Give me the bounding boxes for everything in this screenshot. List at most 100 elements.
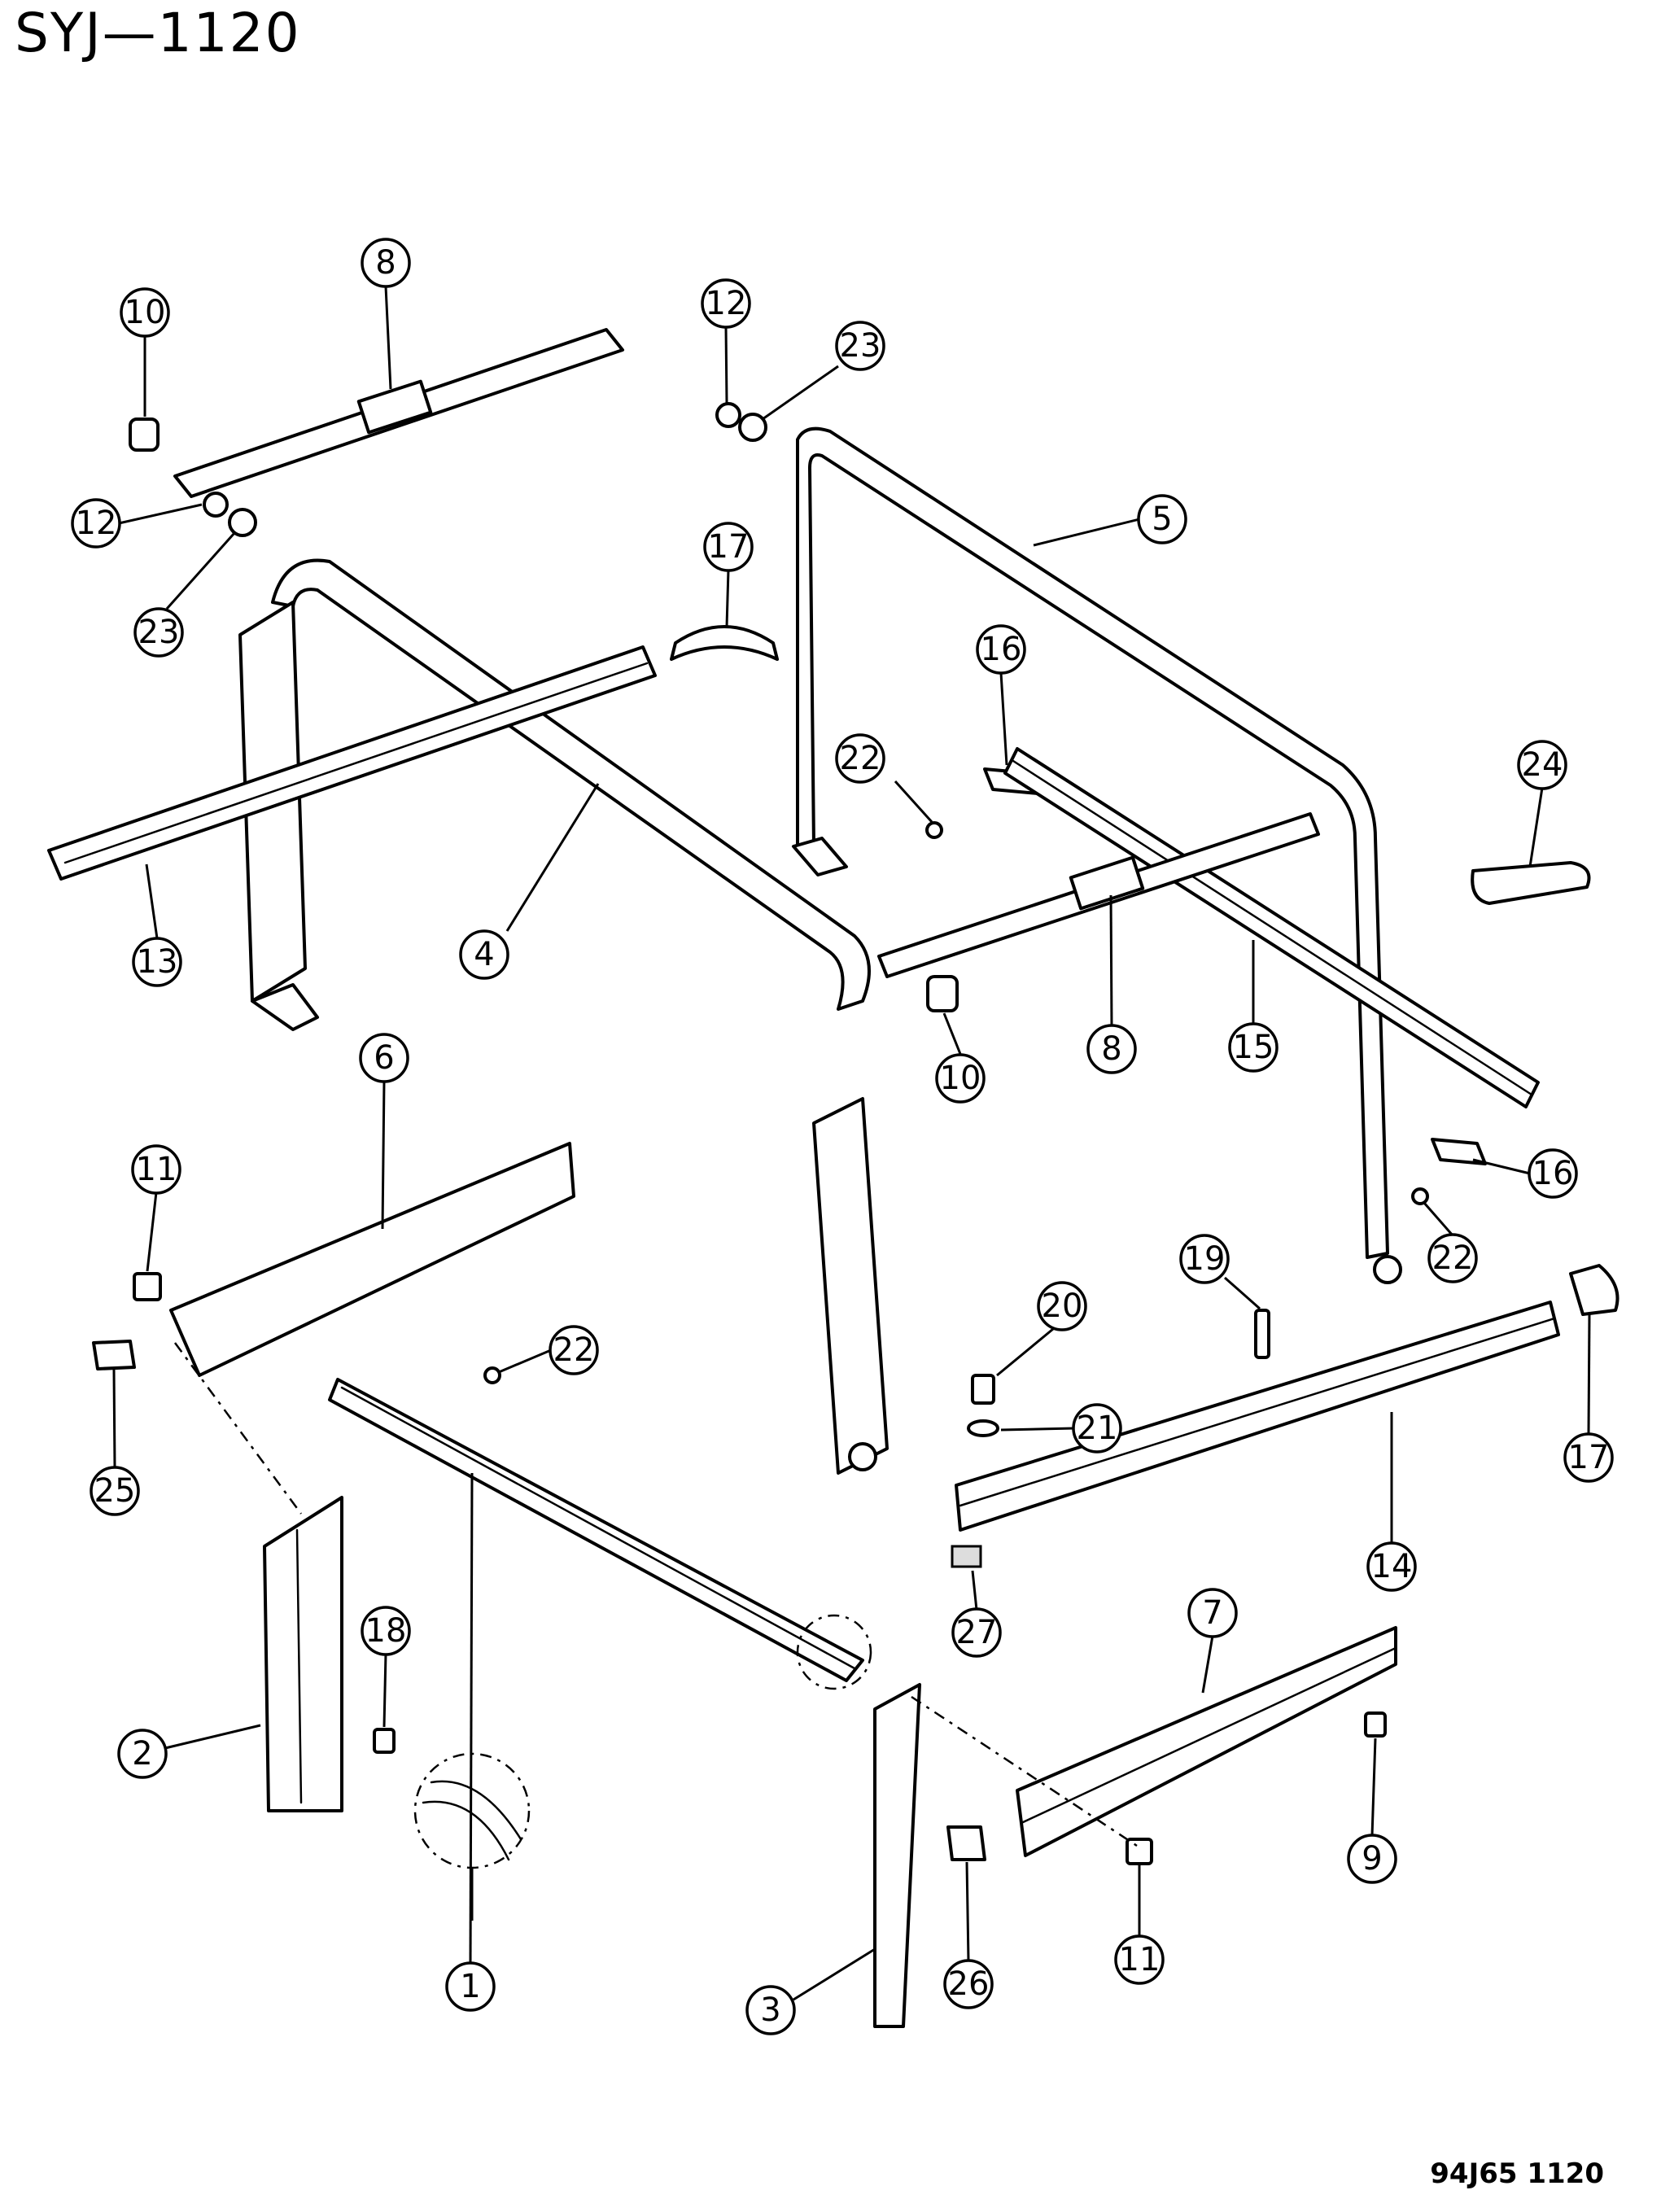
part-15-right-side-rail [1003, 747, 1540, 1108]
callout-25: 25 [90, 1466, 140, 1516]
callout-19: 19 [1179, 1234, 1230, 1284]
callout-11-upper: 11 [131, 1144, 181, 1195]
part-12-left-washer [203, 492, 229, 518]
part-9-clip [1364, 1711, 1387, 1738]
svg-text:9: 9 [1362, 1840, 1382, 1878]
assembly-line-left [173, 1342, 303, 1515]
svg-text:17: 17 [708, 528, 750, 566]
leader-lines [112, 286, 1591, 2001]
callout-24: 24 [1517, 740, 1567, 790]
part-6-side-panel [169, 1142, 575, 1377]
part-27-nut [951, 1545, 982, 1568]
part-7-lower-side-rail [1016, 1626, 1397, 1857]
callout-22-middle: 22 [1427, 1233, 1478, 1283]
callout-13: 13 [132, 937, 182, 987]
callout-22-lower: 22 [549, 1325, 599, 1375]
svg-text:21: 21 [1077, 1410, 1118, 1447]
part-17-upper-bracket [670, 625, 779, 661]
svg-text:16: 16 [981, 631, 1022, 668]
callout-8-upper: 8 [361, 238, 411, 288]
callout-3: 3 [745, 1985, 796, 2035]
svg-text:12: 12 [706, 285, 747, 322]
callout-10-lower: 10 [935, 1053, 986, 1104]
svg-text:11: 11 [1119, 1941, 1161, 1978]
svg-text:8: 8 [375, 244, 396, 282]
assembly-line-right [911, 1695, 1140, 1849]
callout-8-lower: 8 [1086, 1024, 1137, 1074]
svg-text:8: 8 [1101, 1030, 1121, 1068]
callout-23-upper-right: 23 [835, 321, 885, 371]
svg-text:2: 2 [132, 1735, 152, 1773]
callout-5: 5 [1137, 494, 1187, 544]
svg-text:20: 20 [1042, 1287, 1083, 1325]
callout-23-upper-left: 23 [133, 607, 184, 658]
callout-1: 1 [445, 1961, 496, 2012]
callout-22-upper: 22 [835, 733, 885, 784]
svg-text:18: 18 [365, 1612, 407, 1650]
callout-17-lower: 17 [1563, 1432, 1614, 1483]
callout-27: 27 [951, 1607, 1002, 1658]
part-11-lower-clip [1126, 1838, 1153, 1865]
part-24-latch [1471, 861, 1591, 905]
svg-text:11: 11 [136, 1151, 177, 1188]
drawing-code: 94J65 1120 [1430, 2157, 1604, 2190]
part-8-upper-brace [173, 328, 624, 498]
svg-text:25: 25 [94, 1472, 136, 1510]
callout-20: 20 [1037, 1281, 1087, 1331]
callout-16-upper: 16 [976, 624, 1026, 675]
callout-18: 18 [361, 1606, 411, 1656]
svg-text:19: 19 [1184, 1240, 1226, 1278]
callout-10-upper: 10 [120, 287, 170, 338]
callout-9: 9 [1347, 1834, 1397, 1884]
part-12-right-washer [715, 402, 741, 428]
svg-text:14: 14 [1371, 1548, 1413, 1585]
svg-text:13: 13 [137, 943, 178, 981]
part-22-middle-screw [1411, 1187, 1429, 1205]
svg-text:12: 12 [76, 505, 117, 542]
part-10-lower-cap [926, 975, 959, 1012]
callout-21: 21 [1072, 1403, 1122, 1454]
part-19-bolt [1254, 1309, 1270, 1359]
part-4-front-roll-bar [238, 558, 889, 1475]
part-23-right-nut [738, 413, 767, 442]
part-17-lower-bracket [1569, 1264, 1619, 1316]
part-23-left-nut [228, 508, 257, 537]
part-10-upper-cap [129, 417, 160, 452]
svg-text:3: 3 [760, 1991, 780, 2029]
svg-text:23: 23 [840, 327, 881, 365]
svg-text:23: 23 [138, 614, 180, 651]
part-13-left-side-rail [47, 645, 657, 881]
part-21-washer [967, 1419, 999, 1437]
callout-14: 14 [1366, 1541, 1417, 1592]
part-20-bolt [971, 1374, 995, 1405]
svg-text:27: 27 [956, 1614, 998, 1651]
part-5-rear-roll-bar [792, 426, 1402, 1284]
callout-11-lower: 11 [1114, 1934, 1165, 1985]
part-3-right-post [873, 1683, 921, 2028]
svg-text:7: 7 [1202, 1594, 1222, 1632]
part-26-clip [946, 1825, 986, 1861]
svg-text:10: 10 [940, 1060, 981, 1097]
callout-15: 15 [1228, 1022, 1279, 1073]
callout-2: 2 [117, 1729, 168, 1779]
svg-text:22: 22 [840, 740, 881, 777]
callout-12-upper-left: 12 [71, 498, 121, 549]
part-14-rear-cross-rail [955, 1301, 1560, 1532]
svg-text:1: 1 [460, 1968, 480, 2005]
svg-text:22: 22 [1432, 1239, 1474, 1277]
callout-26: 26 [943, 1959, 994, 2009]
part-11-upper-clip [133, 1272, 162, 1301]
svg-text:26: 26 [948, 1965, 990, 2003]
callout-7: 7 [1187, 1588, 1238, 1638]
part-18-fastener [373, 1728, 396, 1754]
svg-text:24: 24 [1522, 746, 1563, 784]
svg-text:10: 10 [125, 294, 166, 331]
callout-17-upper: 17 [703, 522, 754, 572]
part-2-left-post [263, 1496, 343, 1812]
svg-text:5: 5 [1152, 501, 1172, 538]
svg-text:22: 22 [553, 1331, 595, 1369]
svg-text:16: 16 [1532, 1155, 1574, 1192]
svg-text:17: 17 [1568, 1439, 1610, 1476]
svg-text:6: 6 [374, 1039, 394, 1077]
